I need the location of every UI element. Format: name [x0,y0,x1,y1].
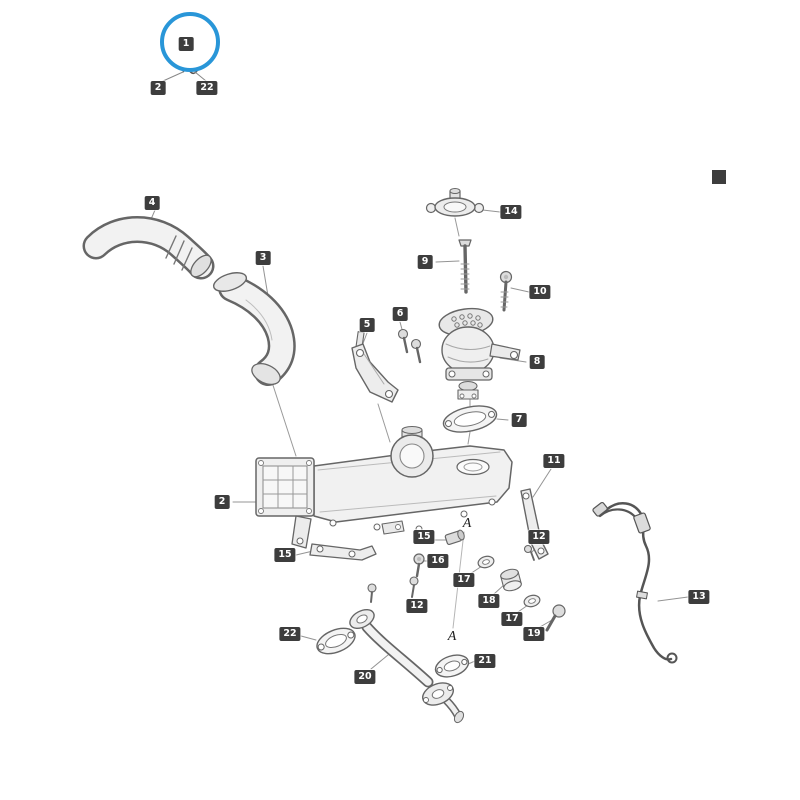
part-sketch-bracket-5 [351,331,399,403]
part-sketch-elbow-pipe [212,272,296,386]
part-sketch-gasket-7 [442,405,498,433]
part-sketch-bolt [499,270,513,312]
part-sketch-egr-valve [438,307,521,400]
callout-lines [162,68,207,82]
part-sketch-air-hose [82,216,215,280]
connection-lines [269,217,471,629]
part-sketch-bolt-long [458,239,472,294]
part-sketch-gasket-22 [316,627,356,655]
part-sketch-bolt-pair [397,328,422,364]
part-sketch-fasteners [409,529,566,632]
part-sketch-egr-pipe [349,608,465,724]
part-sketch-manifold [255,426,513,549]
part-sketch-gasket-21 [434,654,470,678]
part-sketch-sensor-cable [592,501,678,664]
part-sketch-bracket-15 [309,543,377,603]
part-sketch-fitting [425,188,485,217]
